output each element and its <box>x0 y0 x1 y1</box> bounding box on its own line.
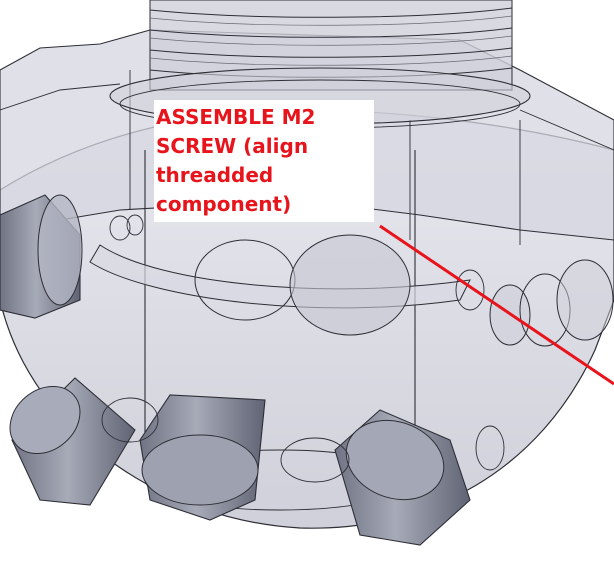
bottom-center-pin[interactable] <box>139 394 266 521</box>
annotation-leader-line <box>379 224 614 386</box>
bottom-right-pin[interactable] <box>334 407 471 546</box>
annotation-text: ASSEMBLE M2 SCREW (align threadded compo… <box>156 105 316 216</box>
annotation-callout: ASSEMBLE M2 SCREW (align threadded compo… <box>154 100 374 222</box>
left-pin[interactable] <box>0 194 83 319</box>
bottom-left-pin[interactable] <box>0 373 136 506</box>
